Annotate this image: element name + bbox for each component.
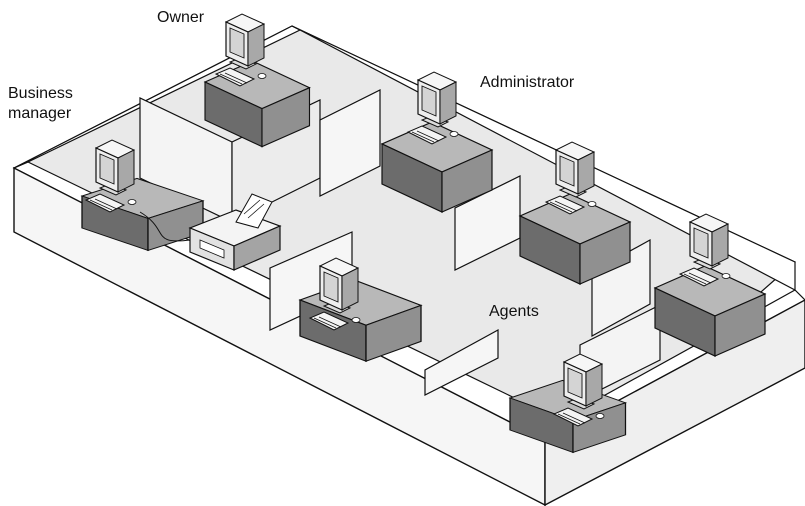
outer-wall-back-right (291, 25, 796, 291)
business-manager-label-line1: Business (8, 85, 73, 102)
administrator-label: Administrator (480, 74, 575, 91)
printer-cable (139, 211, 191, 242)
business-manager-label: Business manager (8, 84, 73, 124)
business-manager-label-line2: manager (8, 105, 72, 122)
agents-label: Agents (489, 303, 539, 320)
partition-admin (319, 89, 381, 197)
owner-label: Owner (157, 9, 205, 26)
partition-front-a (424, 328, 499, 396)
printer (188, 193, 282, 271)
computer-owner (215, 13, 267, 87)
